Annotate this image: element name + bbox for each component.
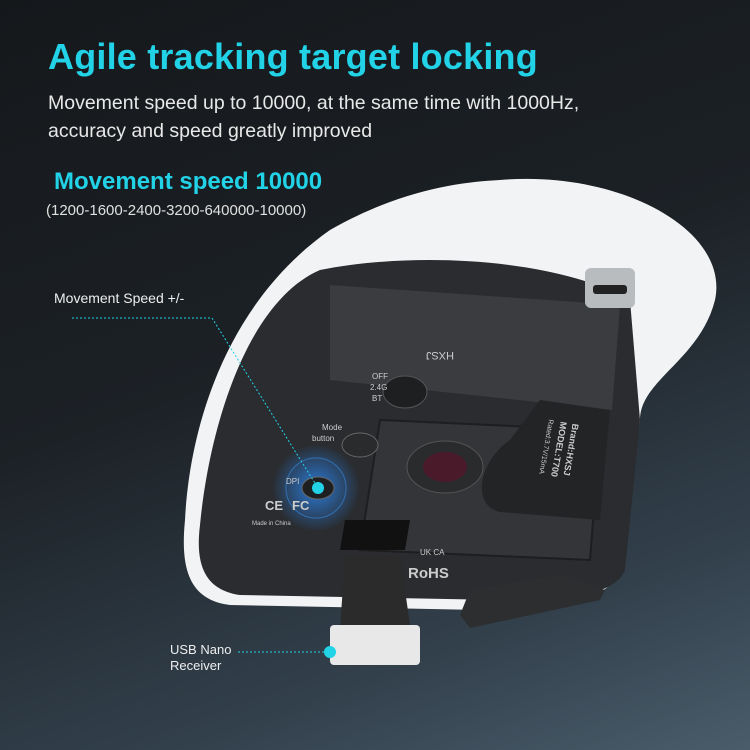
mode-button — [341, 432, 379, 458]
ce-mark: CE — [265, 498, 283, 513]
rohs-mark: RoHS — [408, 565, 449, 582]
made-in-china: Made in China — [252, 521, 291, 527]
mode-label-2: button — [312, 434, 334, 443]
power-switch — [382, 375, 428, 409]
fc-mark: FC — [292, 498, 310, 513]
receiver-body — [330, 625, 420, 665]
usb-label-line-2: Receiver — [170, 658, 222, 673]
brand-logo: HXSJ — [426, 349, 454, 361]
ukca-mark: UK CA — [420, 548, 445, 557]
speed-title: Movement speed 10000 — [54, 168, 323, 195]
receiver-slot — [340, 520, 410, 550]
switch-24g-label: 2.4G — [370, 383, 387, 392]
speed-levels: (1200-1600-2400-3200-640000-10000) — [46, 202, 307, 219]
battery-cover — [460, 575, 605, 628]
subtitle-line-2: accuracy and speed greatly improved — [48, 120, 373, 142]
mode-label-1: Mode — [322, 423, 343, 432]
subtitle-line-1: Movement speed up to 10000, at the same … — [48, 92, 580, 114]
usb-callout-label: USB Nano Receiver — [170, 642, 231, 674]
usb-nano-receiver — [340, 555, 410, 630]
switch-bt-label: BT — [372, 394, 382, 403]
switch-off-label: OFF — [372, 372, 388, 381]
dpi-callout-label: Movement Speed +/- — [54, 290, 185, 306]
spec-label — [481, 400, 610, 520]
headline: Agile tracking target locking — [48, 36, 538, 77]
dpi-callout-line — [72, 317, 319, 489]
dpi-label: DPI — [286, 477, 299, 486]
usb-label-line-1: USB Nano — [170, 642, 232, 657]
